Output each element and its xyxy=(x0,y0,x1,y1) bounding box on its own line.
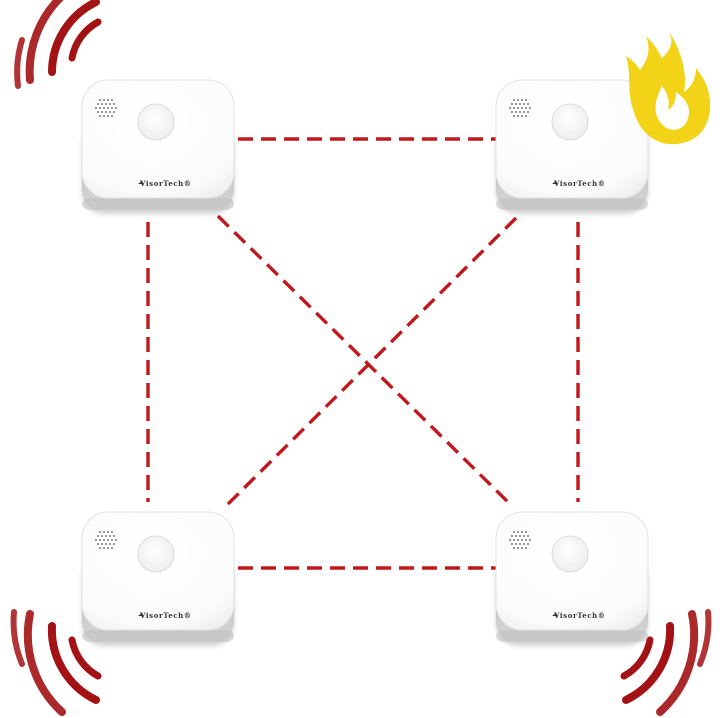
sound-wave-icon xyxy=(10,609,102,716)
sound-wave-icon xyxy=(620,609,712,716)
brand-label: VisorTech® xyxy=(139,611,191,620)
link-diagonal-tl-br xyxy=(216,214,514,508)
brand-label: VisorTech® xyxy=(553,611,605,620)
flame-icon xyxy=(626,30,711,145)
detector-top-right: VisorTech® xyxy=(496,80,648,212)
interconnect-lines xyxy=(146,137,580,570)
detector-bottom-left: VisorTech® xyxy=(82,512,234,644)
brand-label: VisorTech® xyxy=(139,179,191,188)
sound-wave-icon xyxy=(14,0,102,89)
detector-top-left: VisorTech® xyxy=(82,80,234,212)
brand-label: VisorTech® xyxy=(553,179,605,188)
detector-bottom-right: VisorTech® xyxy=(496,512,648,644)
